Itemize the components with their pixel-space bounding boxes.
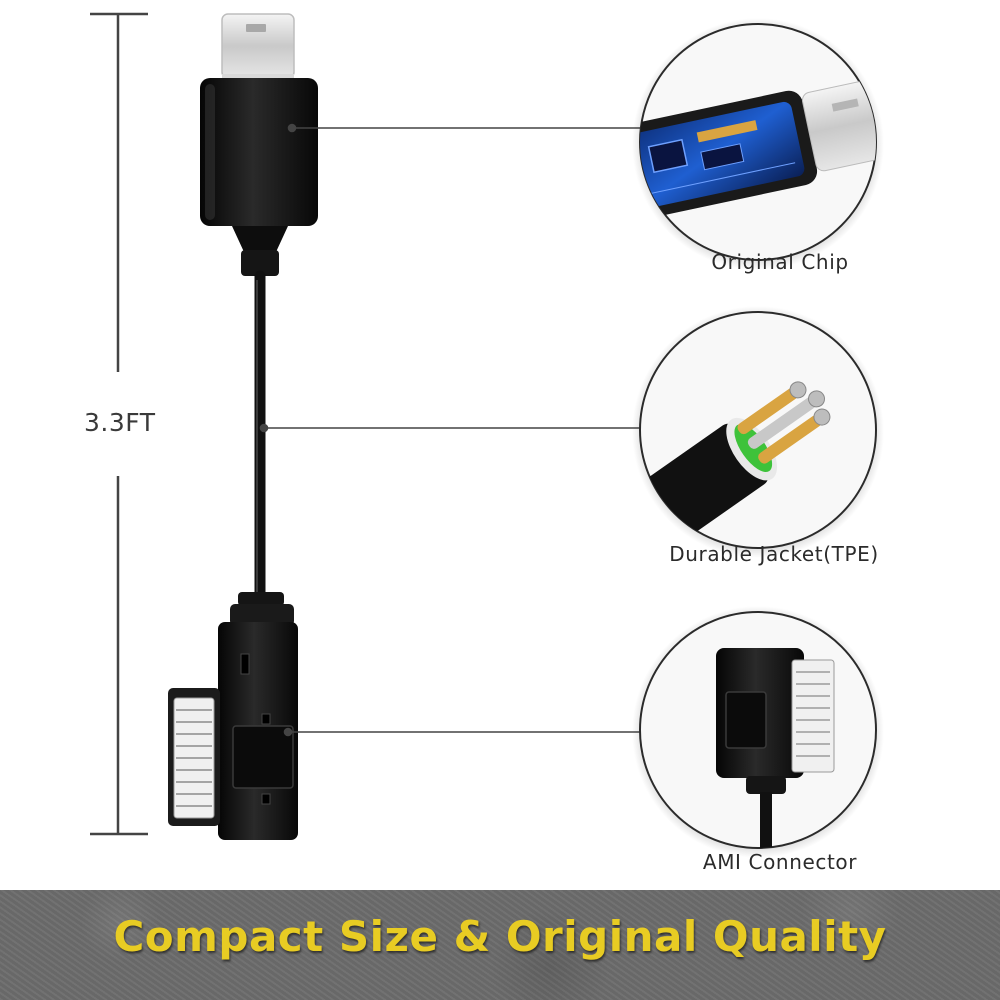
feature-label-durable-jacket: Durable Jacket(TPE) (669, 542, 879, 566)
length-dimension-line (90, 12, 148, 836)
cable-length-label: 3.3FT (84, 408, 156, 437)
headline-banner: Compact Size & Original Quality (0, 890, 1000, 1000)
chip-detail-circle (632, 18, 884, 270)
lightning-plug (221, 13, 295, 82)
feature-label-ami-connector: AMI Connector (702, 850, 858, 874)
ami-detail-circle (632, 606, 884, 858)
lightning-housing (200, 78, 318, 276)
callout-lines (259, 123, 640, 737)
feature-label-original-chip: Original Chip (711, 250, 849, 274)
jacket-detail-circle (632, 306, 884, 558)
product-illustration (90, 12, 884, 858)
ami-connector (168, 592, 298, 840)
cable (254, 270, 266, 606)
banner-headline: Compact Size & Original Quality (113, 912, 887, 961)
